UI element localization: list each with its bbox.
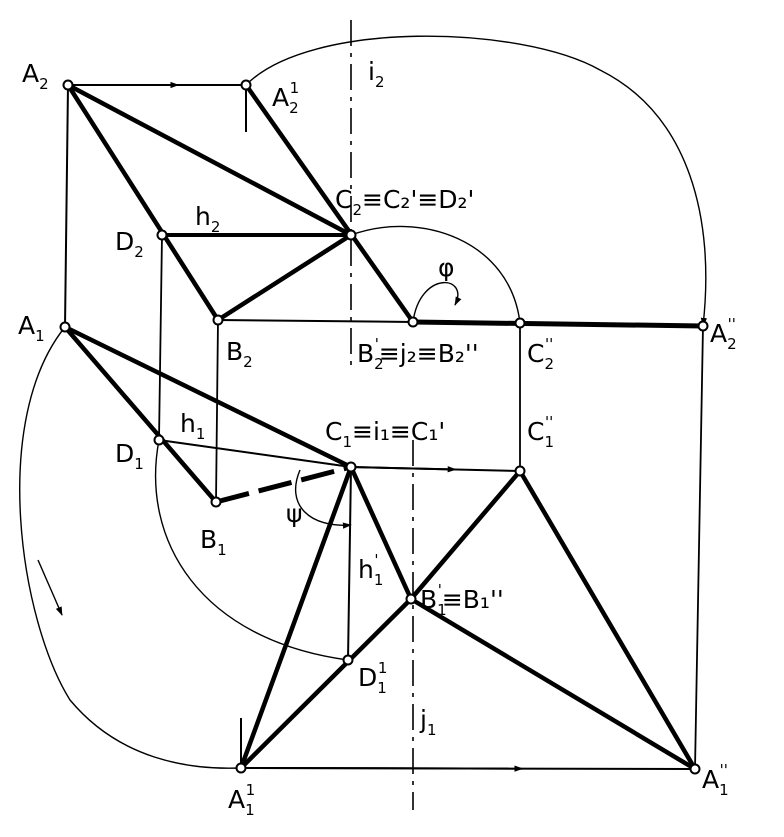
a2-b2-bold-line — [65, 82, 221, 323]
point-B2p — [407, 316, 419, 328]
b2-c2-bold-line — [215, 232, 354, 323]
label-i2: i2 — [368, 57, 385, 91]
point-A2p — [240, 79, 252, 91]
label-D1p: D11 — [358, 659, 387, 697]
a2p-b2p-bold-line — [243, 82, 416, 325]
d1-rotation-arc — [154, 439, 349, 661]
h1-line — [158, 439, 352, 468]
label-h1p: h1' — [358, 551, 383, 589]
label-A2pp: A2'' — [710, 315, 737, 353]
b1p-a1pp-bold-line — [408, 596, 698, 772]
label-B2eq: B2'≡j₂≡B₂'' — [357, 335, 479, 373]
label-B1: B1 — [200, 525, 227, 559]
psi-angle-arc — [294, 469, 352, 529]
point-D1p — [342, 654, 354, 666]
c2-rotation-arc — [350, 225, 521, 324]
a2pp-a1pp-link-line — [694, 325, 704, 770]
point-A1pp — [689, 763, 701, 775]
point-A2 — [62, 79, 74, 91]
a2-c2-bold-line — [65, 82, 354, 238]
label-A2p: A21 — [272, 79, 299, 117]
construction-lines — [19, 20, 708, 810]
label-A1p: A11 — [228, 781, 255, 819]
a1p-c1-bold-line — [238, 464, 354, 771]
label-phi1: ψ — [286, 499, 303, 528]
label-A1pp: A1'' — [702, 761, 729, 799]
b2-b2p-line — [217, 319, 414, 323]
point-A1p — [235, 762, 247, 774]
point-A2pp — [697, 320, 709, 332]
label-phi2: φ — [438, 253, 455, 282]
label-A2: A2 — [22, 59, 49, 93]
phi-angle-arc — [412, 282, 462, 323]
point-C2pp — [514, 317, 526, 329]
a1-c1-bold-line — [62, 324, 354, 470]
label-C2eq: C2≡C₂'≡D₂' — [335, 185, 474, 219]
left-arc-arrowhead — [37, 559, 63, 616]
a1p-b1p-bold-line — [238, 596, 414, 771]
point-B1 — [210, 496, 222, 508]
label-B2: B2 — [226, 337, 253, 371]
point-C2 — [345, 229, 357, 241]
a1p-a1pp-arrow-line-arrowhead — [240, 765, 524, 772]
c1pp-a1pp-bold-line — [517, 468, 698, 772]
label-h1: h1 — [180, 409, 205, 443]
label-h2: h2 — [195, 202, 220, 236]
label-C2pp: C2'' — [527, 335, 554, 373]
label-C1pp: C1'' — [527, 413, 554, 451]
h1p-line — [347, 466, 352, 661]
point-B1p — [405, 593, 417, 605]
point-D2 — [156, 229, 168, 241]
label-C1eq: C1≡i₁≡C₁' — [325, 417, 445, 451]
d2-d1-link-line — [158, 234, 163, 441]
c1pp-b1p-bold-line — [408, 468, 523, 602]
b2p-a2pp-bold-line — [410, 319, 706, 329]
label-j1: j1 — [419, 705, 437, 739]
point-C1 — [345, 461, 357, 473]
a1-b1-bold-line — [62, 324, 219, 505]
label-B1eq: B1'≡B₁'' — [420, 581, 504, 619]
b2-b1-link-line — [215, 319, 219, 503]
point-A1 — [59, 321, 71, 333]
top-large-arc — [245, 35, 708, 327]
left-large-arc — [19, 326, 242, 769]
vertex-points — [59, 79, 709, 775]
label-A1: A1 — [18, 311, 45, 345]
b1-c1-dashed-bold-line — [215, 464, 352, 505]
label-D2: D2 — [115, 227, 144, 261]
c1-b1p-bold-line — [348, 464, 414, 602]
point-B2 — [212, 314, 224, 326]
label-D1: D1 — [115, 439, 144, 473]
c1-c1pp-arrow-line-arrowhead — [350, 466, 457, 473]
a2-a1-link-line — [64, 84, 69, 328]
point-D1 — [153, 434, 165, 446]
point-C1pp — [514, 465, 526, 477]
